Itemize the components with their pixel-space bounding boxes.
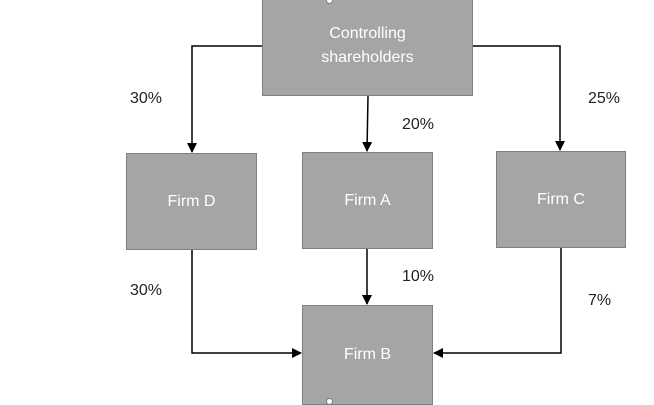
node-firm-a[interactable]: Firm A bbox=[302, 152, 433, 249]
arrow-ctrl-to-firm-d bbox=[187, 45, 262, 153]
node-label: Firm D bbox=[167, 192, 216, 210]
node-label: Firm C bbox=[537, 190, 585, 208]
selection-handle[interactable] bbox=[326, 398, 333, 405]
edge-label-ctrl-to-firm-d: 30% bbox=[130, 90, 163, 107]
arrow-firm-d-to-firm-b bbox=[191, 250, 302, 358]
node-label: Firm B bbox=[343, 346, 392, 363]
edge-label-firm-a-to-firm-b: 10% bbox=[402, 268, 435, 285]
arrow-ctrl-to-firm-a bbox=[362, 95, 373, 152]
edge-label-ctrl-to-firm-c: 25% bbox=[588, 90, 621, 107]
arrow-ctrl-to-firm-c bbox=[473, 45, 565, 151]
edge-label-ctrl-to-firm-a: 20% bbox=[402, 116, 435, 133]
edge-label-firm-d-to-firm-b: 30% bbox=[130, 282, 163, 299]
node-firm-b[interactable]: Firm B bbox=[302, 305, 433, 405]
node-firm-d[interactable]: Firm D bbox=[126, 153, 257, 250]
node-label: Firm A bbox=[344, 191, 391, 209]
node-controlling-shareholders[interactable]: Controlling shareholders bbox=[262, 0, 473, 96]
arrow-firm-c-to-firm-b bbox=[433, 248, 562, 358]
node-firm-c[interactable]: Firm C bbox=[496, 151, 626, 248]
edge-label-firm-c-to-firm-b: 7% bbox=[588, 292, 612, 309]
selection-handle[interactable] bbox=[326, 0, 333, 4]
node-label: Controlling shareholders bbox=[321, 25, 414, 66]
